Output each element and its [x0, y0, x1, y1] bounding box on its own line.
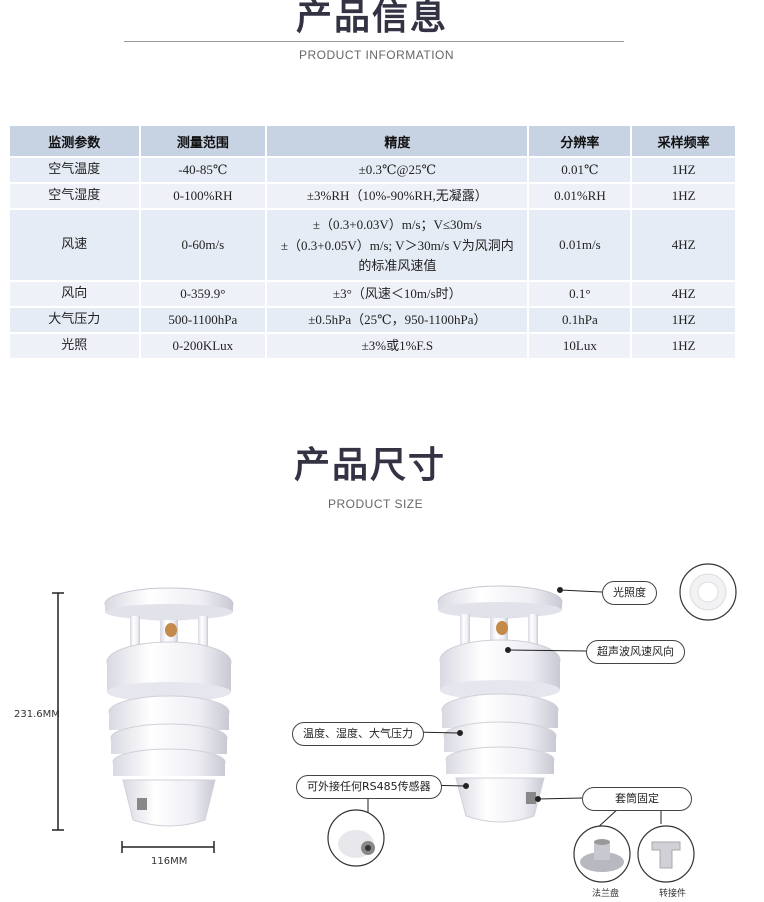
- cell: 光照: [8, 332, 141, 360]
- caption-flange: 法兰盘: [592, 889, 620, 899]
- cell: 0.1hPa: [527, 306, 633, 334]
- spec-table: 监测参数 测量范围 精度 分辨率 采样频率 空气温度 -40-85℃ ±0.3℃…: [8, 124, 737, 360]
- info-subtitle: PRODUCT INFORMATION: [299, 48, 455, 62]
- callout-sleeve: 套筒固定: [582, 787, 692, 811]
- cell: 风向: [8, 280, 141, 308]
- table-row: 空气温度 -40-85℃ ±0.3℃@25℃ 0.01℃ 1HZ: [8, 156, 737, 184]
- wind-precision-line2: ±（0.3+0.05V）m/s; V＞30m/s V为风洞内: [280, 237, 514, 253]
- cell: 大气压力: [8, 306, 141, 334]
- cell: 0-100%RH: [138, 182, 268, 210]
- connector-icon: [327, 809, 385, 867]
- cell: 0-60m/s: [138, 208, 268, 282]
- cell: 1HZ: [630, 306, 737, 334]
- height-dimension: [52, 592, 64, 831]
- table-row: 空气湿度 0-100%RH ±3%RH（10%-90%RH,无凝露） 0.01%…: [8, 182, 737, 210]
- cell: 10Lux: [527, 332, 633, 360]
- wind-precision-line1: ±（0.3+0.03V）m/s；V≤30m/s: [312, 216, 482, 232]
- cell: 风速: [8, 208, 141, 282]
- header-range: 测量范围: [138, 124, 268, 158]
- table-row: 光照 0-200KLux ±3%或1%F.S 10Lux 1HZ: [8, 332, 737, 360]
- table-row: 大气压力 500-1100hPa ±0.5hPa（25℃，950-1100hPa…: [8, 306, 737, 334]
- caption-adapter: 转接件: [659, 889, 687, 899]
- callout-temp-humidity-pressure: 温度、湿度、大气压力: [292, 722, 424, 746]
- cell: 0.01m/s: [527, 208, 633, 282]
- height-label: 231.6MM: [14, 709, 60, 720]
- cell: 空气湿度: [8, 182, 141, 210]
- header-param: 监测参数: [8, 124, 141, 158]
- dimension-drawing: [52, 587, 234, 853]
- cell: 1HZ: [630, 182, 737, 210]
- cell: ±3%RH（10%-90%RH,无凝露）: [265, 182, 530, 210]
- info-title: 产品信息: [296, 0, 449, 38]
- callout-rs485: 可外接任何RS485传感器: [296, 775, 442, 799]
- table-row: 风速 0-60m/s ±（0.3+0.03V）m/s；V≤30m/s ±（0.3…: [8, 208, 737, 282]
- annotated-drawing: [327, 563, 737, 883]
- table-row: 风向 0-359.9° ±3°（风速＜10m/s时） 0.1° 4HZ: [8, 280, 737, 308]
- cell: 0.01℃: [527, 156, 633, 184]
- sensor-right: [437, 585, 563, 823]
- flange-icon: [573, 825, 631, 883]
- cell: ±3%或1%F.S: [265, 332, 530, 360]
- cell: 1HZ: [630, 156, 737, 184]
- cell: 500-1100hPa: [138, 306, 268, 334]
- cell: 0-359.9°: [138, 280, 268, 308]
- cell: ±（0.3+0.03V）m/s；V≤30m/s ±（0.3+0.05V）m/s;…: [265, 208, 530, 282]
- cell: ±3°（风速＜10m/s时）: [265, 280, 530, 308]
- table-header-row: 监测参数 测量范围 精度 分辨率 采样频率: [8, 124, 737, 158]
- light-sensor-icon: [679, 563, 737, 621]
- cell: 1HZ: [630, 332, 737, 360]
- cell: 空气温度: [8, 156, 141, 184]
- cell: ±0.3℃@25℃: [265, 156, 530, 184]
- sensor-left: [104, 587, 234, 827]
- callout-light: 光照度: [602, 581, 657, 605]
- width-dimension: [121, 841, 215, 853]
- cell: 4HZ: [630, 280, 737, 308]
- callout-ultrasonic: 超声波风速风向: [586, 640, 685, 664]
- header-resolution: 分辨率: [527, 124, 633, 158]
- width-label: 116MM: [151, 856, 188, 867]
- size-title: 产品尺寸: [294, 445, 447, 486]
- size-subtitle: PRODUCT SIZE: [328, 497, 424, 511]
- info-divider: [124, 41, 624, 42]
- adapter-icon: [637, 825, 695, 883]
- cell: -40-85℃: [138, 156, 268, 184]
- cell: 0.01%RH: [527, 182, 633, 210]
- header-sampling: 采样频率: [630, 124, 737, 158]
- cell: 4HZ: [630, 208, 737, 282]
- cell: 0-200KLux: [138, 332, 268, 360]
- cell: ±0.5hPa（25℃，950-1100hPa）: [265, 306, 530, 334]
- header-precision: 精度: [265, 124, 530, 158]
- wind-precision-line3: 的标准风速值: [358, 258, 437, 274]
- cell: 0.1°: [527, 280, 633, 308]
